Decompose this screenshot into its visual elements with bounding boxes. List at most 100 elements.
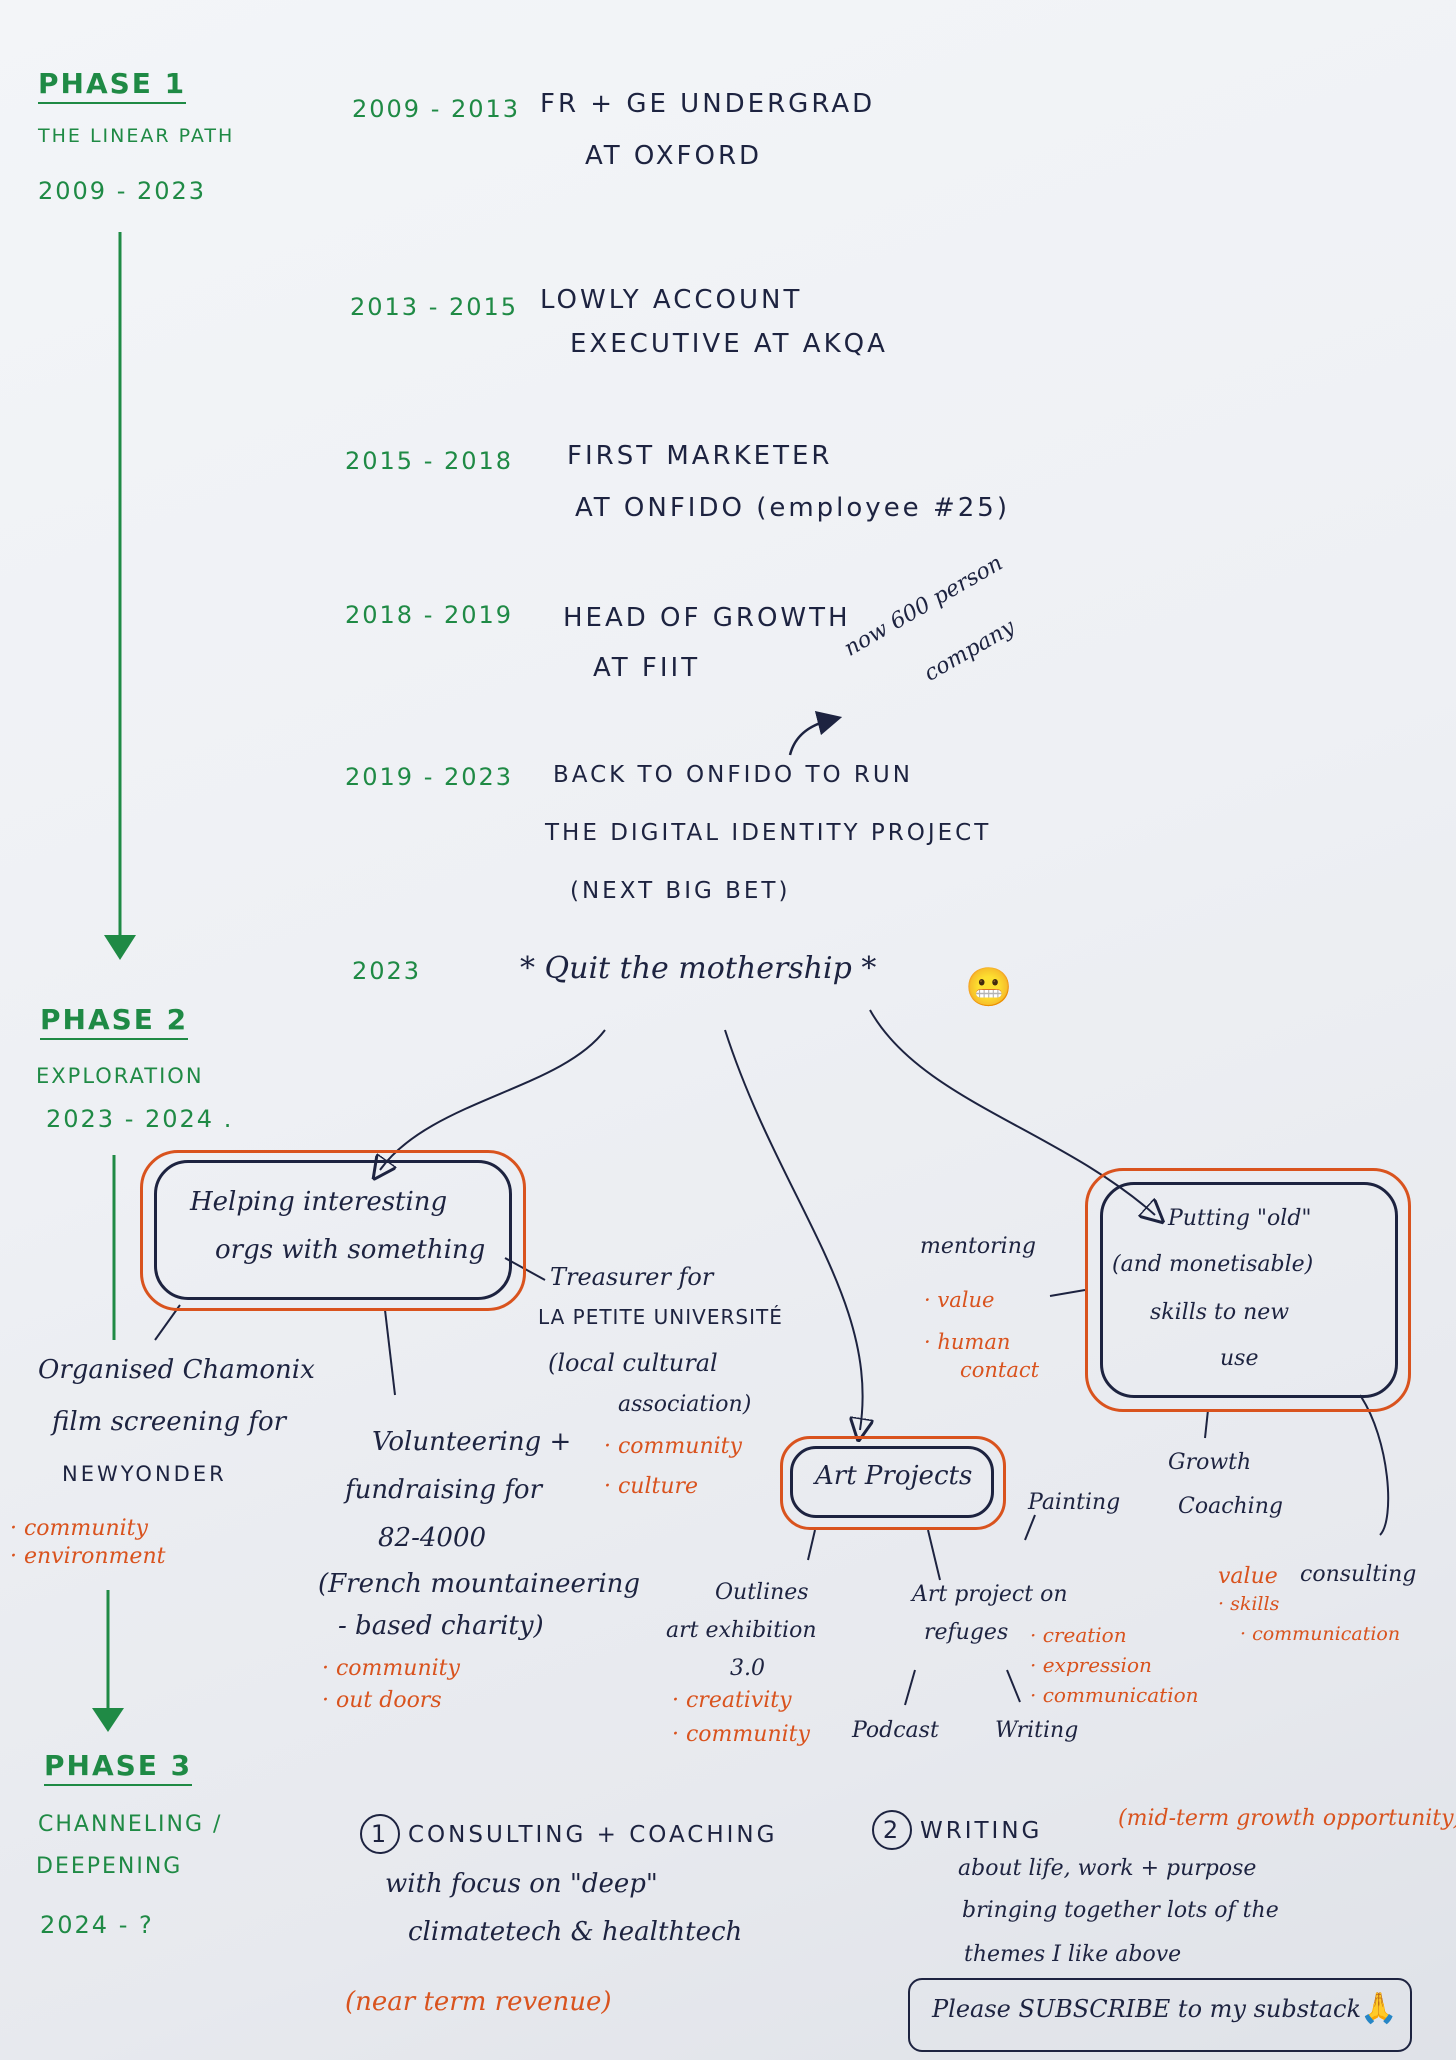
phase3-item2-note: (mid-term growth opportunity) [1118, 1806, 1456, 1831]
tag: · community [604, 1434, 742, 1459]
art-box-outline [780, 1436, 1006, 1530]
grimace-emoji-icon: 😬 [965, 965, 1013, 1009]
timeline-line: FR + GE UNDERGRAD [540, 89, 876, 119]
phase1-years: 2009 - 2023 [38, 177, 207, 205]
company-arrow [788, 710, 843, 756]
phase3-item2-title: WRITING [920, 1818, 1043, 1844]
phase3-subtitle: DEEPENING [36, 1854, 183, 1879]
tag: · culture [604, 1474, 699, 1499]
treasurer-text: (local cultural [548, 1349, 718, 1377]
treasurer-text: association) [618, 1392, 752, 1417]
phase2-title: PHASE 2 [40, 1003, 189, 1041]
tag: · community [672, 1722, 810, 1747]
branch-art [724, 1029, 863, 1430]
treasurer-text: LA PETITE UNIVERSITÉ [538, 1305, 783, 1329]
timeline-years: 2013 - 2015 [350, 293, 519, 321]
outlines-text: Outlines [715, 1580, 809, 1605]
phase1-arrowhead [104, 935, 136, 960]
skills-box-label: use [1220, 1346, 1259, 1371]
volunteering-text: - based charity) [338, 1611, 544, 1641]
tag: · out doors [322, 1688, 442, 1713]
treasurer-text: Treasurer for [550, 1263, 714, 1291]
tag: · human [924, 1330, 1011, 1354]
number-1-icon: 1 [360, 1814, 400, 1854]
podcast-text: Podcast [852, 1718, 939, 1743]
volunteering-text: 82-4000 [378, 1523, 487, 1553]
outlines-text: 3.0 [730, 1656, 765, 1681]
phase3-item1-text: with focus on "deep" [385, 1869, 658, 1899]
timeline-years: 2009 - 2013 [352, 95, 521, 123]
phase3-item2-heading: 2 WRITING [872, 1810, 1042, 1850]
consulting-text: consulting [1300, 1562, 1417, 1587]
helping-box-label: Helping interesting [190, 1187, 448, 1217]
phase3-item1-heading: 1 CONSULTING + COACHING [360, 1814, 777, 1854]
phase1-title: PHASE 1 [38, 67, 187, 105]
painting-text: Painting [1028, 1490, 1121, 1515]
subscribe-box[interactable]: Please SUBSCRIBE to my substack 🙏 [908, 1978, 1412, 2052]
timeline-line: AT OXFORD [585, 141, 763, 171]
timeline-line: HEAD OF GROWTH [563, 603, 851, 633]
phase2-subtitle: EXPLORATION [36, 1064, 204, 1088]
tag: · communication [1030, 1683, 1199, 1707]
praying-hands-icon: 🙏 [1360, 1991, 1398, 2026]
phase1-subtitle: THE LINEAR PATH [38, 125, 235, 147]
quit-text: * Quit the mothership * [520, 951, 877, 986]
timeline-years: 2019 - 2023 [345, 763, 514, 791]
quit-year: 2023 [352, 957, 422, 985]
timeline-line: (NEXT BIG BET) [570, 878, 791, 904]
volunteering-text: (French mountaineering [318, 1569, 641, 1599]
mentoring-text: mentoring [920, 1234, 1036, 1259]
subscribe-text: Please SUBSCRIBE to my substack [932, 1995, 1361, 2023]
phase2-arrowhead [92, 1708, 124, 1732]
helping-box [154, 1160, 512, 1300]
phase3-item2-text: bringing together lots of the [962, 1898, 1279, 1923]
timeline-years: 2018 - 2019 [345, 601, 514, 629]
phase2-years: 2023 - 2024 . [46, 1105, 234, 1133]
skills-box-outline [1085, 1168, 1411, 1412]
timeline-line: FIRST MARKETER [567, 441, 833, 471]
timeline-line: AT FIIT [593, 653, 701, 683]
growth-coaching-text: Growth [1168, 1450, 1252, 1475]
timeline-line: LOWLY ACCOUNT [540, 285, 803, 315]
tag: · skills [1218, 1593, 1280, 1615]
tag: · community [322, 1656, 460, 1681]
branch-helping [380, 1029, 606, 1170]
tag: · communication [1240, 1623, 1401, 1645]
timeline-line: THE DIGITAL IDENTITY PROJECT [545, 820, 992, 846]
volunteering-text: Volunteering + [372, 1427, 572, 1457]
timeline-years: 2015 - 2018 [345, 447, 514, 475]
phase3-item1-text: climatetech & healthtech [408, 1917, 743, 1947]
tag: · value [924, 1288, 995, 1312]
timeline-line: BACK TO ONFIDO TO RUN [553, 762, 913, 788]
phase3-item1-note: (near term revenue) [345, 1987, 612, 2017]
helping-box-outline [140, 1150, 526, 1311]
refuges-text: refuges [924, 1620, 1009, 1645]
tag: value [1218, 1564, 1278, 1589]
tag: · environment [10, 1544, 166, 1569]
tag: · expression [1030, 1653, 1152, 1677]
writing-text: Writing [995, 1718, 1079, 1743]
tag: · community [10, 1516, 148, 1541]
tag: · creation [1030, 1623, 1127, 1647]
phase3-item2-text: themes I like above [964, 1942, 1182, 1967]
skills-box-label: Putting "old" [1168, 1206, 1312, 1231]
timeline-line: EXECUTIVE AT AKQA [570, 329, 888, 359]
skills-box-label: (and monetisable) [1112, 1252, 1314, 1277]
art-box-label: Art Projects [815, 1461, 973, 1491]
art-box [790, 1446, 994, 1518]
number-2-icon: 2 [872, 1810, 912, 1850]
phase3-item1-title: CONSULTING + COACHING [408, 1822, 778, 1848]
volunteering-text: fundraising for [345, 1475, 543, 1505]
phase3-subtitle: CHANNELING / [38, 1812, 223, 1837]
growth-coaching-text: Coaching [1178, 1494, 1283, 1519]
chamonix-text: film screening for [52, 1407, 287, 1437]
skills-box [1100, 1182, 1398, 1398]
phase3-item2-text: about life, work + purpose [958, 1856, 1257, 1881]
chamonix-text: NEWYONDER [62, 1462, 227, 1486]
phase3-years: 2024 - ? [40, 1911, 154, 1939]
helping-box-label: orgs with something [215, 1235, 486, 1265]
chamonix-text: Organised Chamonix [38, 1355, 315, 1385]
skills-box-label: skills to new [1150, 1300, 1290, 1325]
